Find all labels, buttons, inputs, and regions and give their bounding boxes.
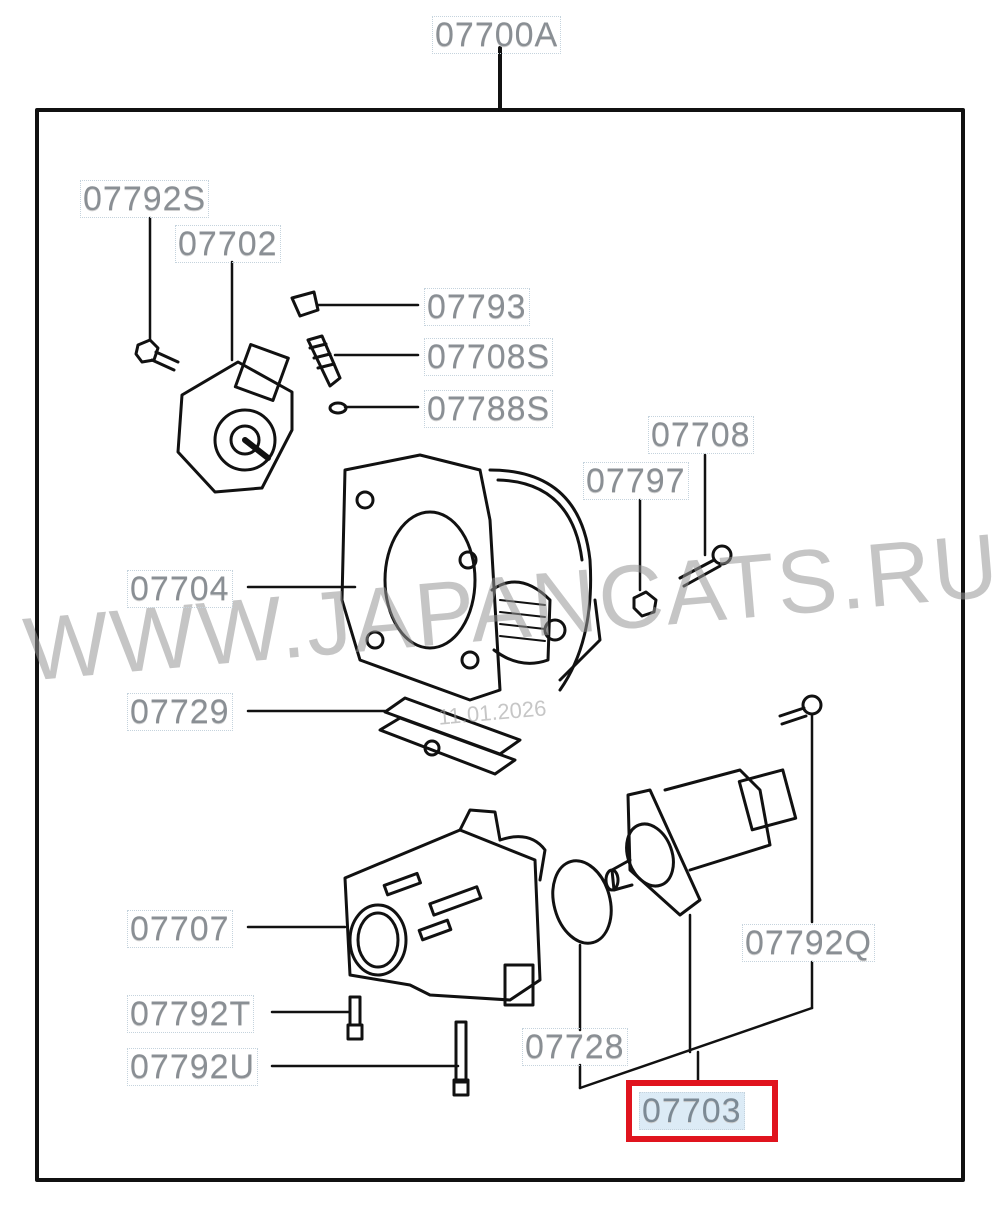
isc-valve-07703-drawing: [604, 768, 798, 917]
label-assembly-07700A[interactable]: 07700A: [432, 16, 562, 54]
screw-07708S-drawing: [306, 334, 342, 388]
nut-07797-drawing: [632, 590, 658, 618]
sensor-07702-drawing: [176, 342, 294, 494]
label-part-07792S[interactable]: 07792S: [80, 180, 210, 218]
assembly-frame: [35, 46, 965, 1182]
label-part-07792T[interactable]: 07792T: [127, 995, 255, 1033]
label-part-07792Q[interactable]: 07792Q: [742, 924, 875, 962]
bolt-07792U-drawing: [452, 1020, 470, 1097]
cap-07793-drawing: [290, 290, 320, 318]
oring-07728-drawing: [551, 859, 613, 945]
leader-lines: [148, 216, 814, 1090]
label-part-07792U[interactable]: 07792U: [127, 1048, 259, 1086]
isc-body-07707-drawing: [343, 808, 547, 1007]
label-part-07728[interactable]: 07728: [522, 1028, 628, 1066]
label-part-07729[interactable]: 07729: [127, 693, 233, 731]
screw-07708-drawing: [678, 544, 733, 588]
label-part-07788S[interactable]: 07788S: [424, 390, 554, 428]
clip-07788S-drawing: [328, 401, 348, 415]
bolt-07792T-drawing: [346, 995, 364, 1041]
throttle-body-07704-drawing: [340, 453, 602, 702]
label-part-07703[interactable]: 07703: [639, 1092, 745, 1130]
selected-part-highlight: [626, 1080, 778, 1142]
label-part-07793[interactable]: 07793: [424, 288, 530, 326]
bolt-07792Q-drawing: [778, 694, 823, 726]
bolt-07792S-drawing: [134, 338, 180, 372]
label-part-07704[interactable]: 07704: [127, 570, 233, 608]
label-part-07708[interactable]: 07708: [648, 416, 754, 454]
label-part-07702[interactable]: 07702: [175, 225, 281, 263]
label-part-07797[interactable]: 07797: [583, 462, 689, 500]
label-part-07708S[interactable]: 07708S: [424, 338, 554, 376]
gasket-07729-drawing: [378, 696, 522, 776]
label-part-07707[interactable]: 07707: [127, 910, 233, 948]
